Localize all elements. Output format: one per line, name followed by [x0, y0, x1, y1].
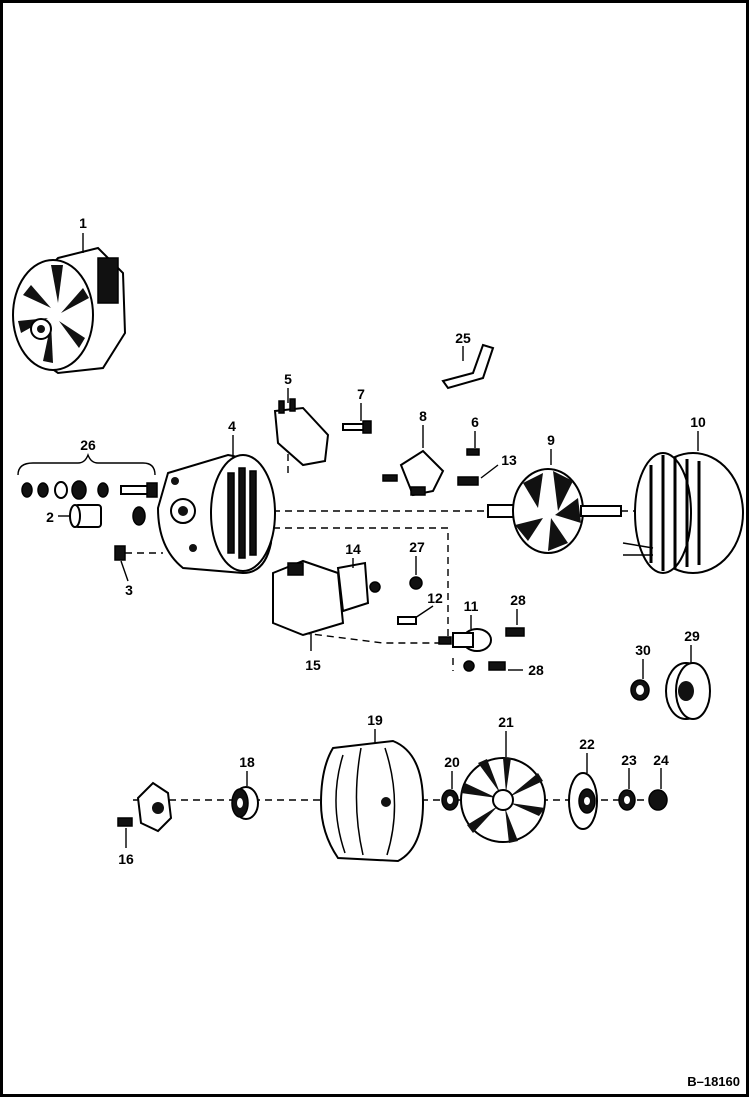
callout-28-lower: 28	[528, 662, 544, 678]
callout-18: 18	[239, 754, 255, 770]
part-25-bracket	[441, 343, 495, 390]
callout-21: 21	[498, 714, 514, 730]
part-19-slip-ring-end-frame	[319, 739, 425, 863]
part-16-screw	[117, 817, 133, 827]
callout-27: 27	[409, 539, 425, 555]
callout-labels: 1 2 3 4 5 6 7 8 9 10 11 12 13 14 15 16 1…	[46, 215, 706, 867]
callout-6: 6	[471, 414, 479, 430]
part-9-rotor	[487, 468, 622, 554]
part-28-screw-lower	[463, 660, 506, 672]
callout-3: 3	[125, 582, 133, 598]
part-8-brush-holder	[382, 449, 445, 497]
part-11-capacitor	[438, 628, 492, 652]
part-2-bushing	[58, 504, 146, 528]
part-29-pulley	[665, 662, 711, 720]
callout-28-upper: 28	[510, 592, 526, 608]
part-20-spacer	[441, 789, 459, 811]
callout-29: 29	[684, 628, 700, 644]
callout-10: 10	[690, 414, 706, 430]
figure-reference: B–18160	[687, 1074, 740, 1089]
part-7-screw	[342, 420, 372, 434]
part-22-pulley	[568, 772, 598, 830]
part-10-stator	[622, 452, 744, 574]
part-27-nut	[409, 576, 423, 590]
callout-1: 1	[79, 215, 87, 231]
callout-2: 2	[46, 509, 54, 525]
callout-12: 12	[427, 590, 443, 606]
part-23-washer	[618, 789, 636, 811]
part-24-nut	[648, 789, 668, 811]
callout-23: 23	[621, 752, 637, 768]
callout-7: 7	[357, 386, 365, 402]
callout-8: 8	[419, 408, 427, 424]
part-30-spacer	[630, 679, 650, 701]
callout-16: 16	[118, 851, 134, 867]
callout-9: 9	[547, 432, 555, 448]
callout-30: 30	[635, 642, 651, 658]
part-21-fan	[460, 757, 546, 843]
callout-25: 25	[455, 330, 471, 346]
callout-15: 15	[305, 657, 321, 673]
part-13-screw	[457, 476, 479, 486]
callout-22: 22	[579, 736, 595, 752]
callout-4: 4	[228, 418, 236, 434]
callout-20: 20	[444, 754, 460, 770]
part-5-regulator	[273, 398, 330, 467]
part-6-screw	[466, 448, 480, 456]
part-1-alternator-assembly	[12, 246, 127, 375]
part-14-diode-trio	[336, 561, 381, 613]
part-18-bearing	[231, 786, 259, 820]
alternator-exploded-view: 1 2 3 4 5 6 7 8 9 10 11 12 13 14 15 16 1…	[12, 215, 744, 1089]
part-15-rectifier	[272, 559, 345, 637]
part-28-screw-upper	[505, 627, 525, 637]
callout-19: 19	[367, 712, 383, 728]
bearing-retainer-plate	[136, 781, 173, 833]
callout-24: 24	[653, 752, 669, 768]
leader-lines	[82, 233, 699, 848]
part-3-through-bolt	[114, 545, 163, 561]
part-4-drive-end-frame	[156, 453, 276, 575]
callout-26: 26	[80, 437, 96, 453]
part-26-hardware-kit	[17, 453, 158, 500]
callout-13: 13	[501, 452, 517, 468]
callout-11: 11	[464, 598, 479, 614]
callout-5: 5	[284, 371, 292, 387]
callout-14: 14	[345, 541, 361, 557]
part-12-screw	[397, 616, 417, 625]
